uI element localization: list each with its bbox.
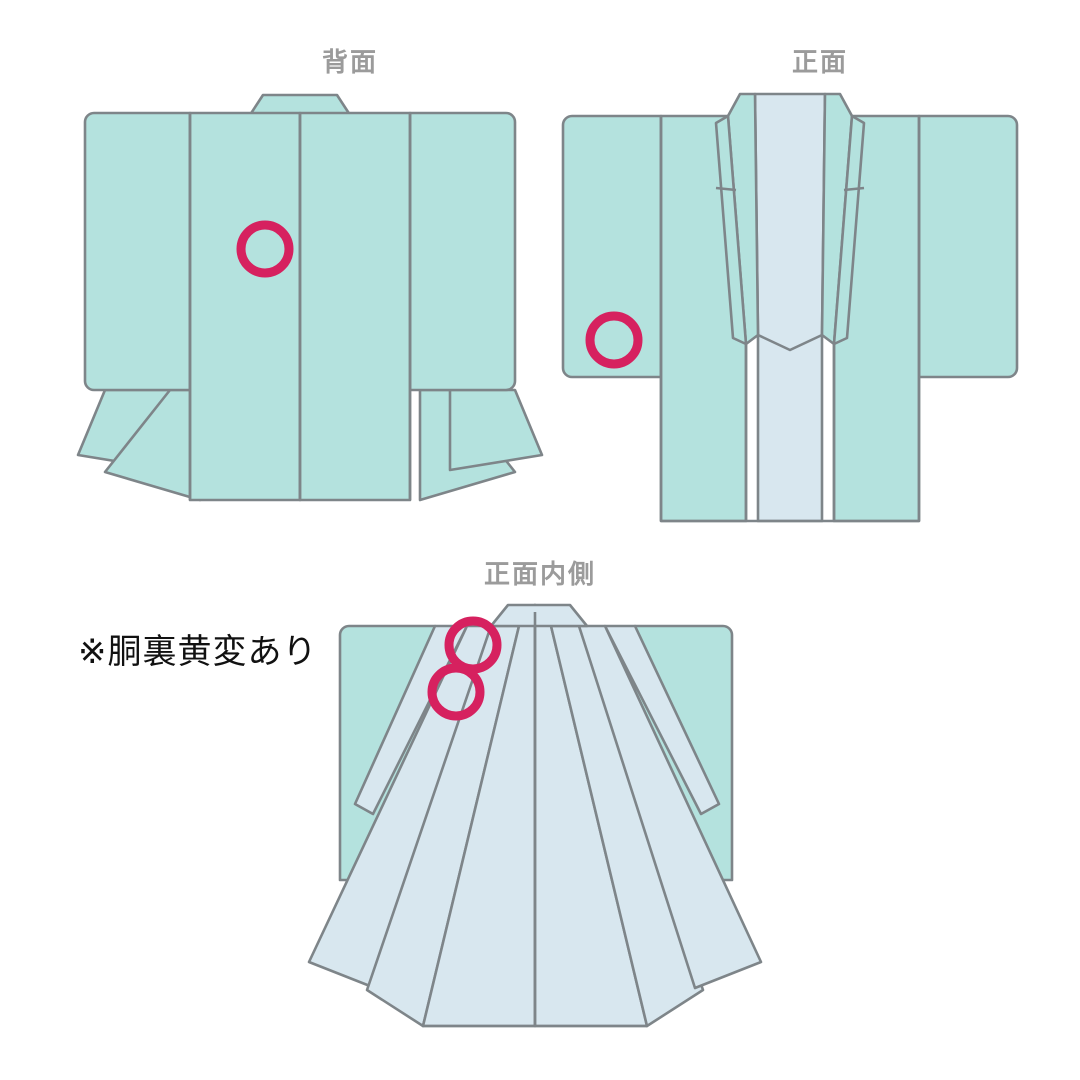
back-left-sleeve [83,111,192,392]
front-right-collar-inner [832,114,866,346]
front-left-collar-inner [714,114,748,346]
inner-collar-shape [489,603,589,628]
condition-marker-3[interactable] [444,616,502,674]
back-body-right-panel [298,111,412,502]
back-right-sleeve [408,111,517,392]
front-neck-lining [753,92,827,352]
kimono-inner-view [307,603,763,1028]
front-left-sleeve [561,114,663,379]
front-left-collar-notch [715,186,737,192]
back-right-skirt-outer [448,388,544,472]
kimono-front-view [561,92,1019,523]
condition-marker-1[interactable] [236,220,294,278]
condition-note: ※胴裏黄変あり [78,632,318,672]
view-label-back: 背面 [321,47,378,77]
inner-right-skirt-outer [577,624,763,990]
view-label-inner: 正面内側 [483,559,596,589]
condition-marker-2[interactable] [585,311,643,369]
front-center-lining-strip [756,333,824,523]
front-right-sleeve [917,114,1019,379]
front-left-collar-band [726,92,760,346]
condition-marker-4[interactable] [427,663,485,721]
front-right-collar-notch [843,186,865,192]
kimono-back-view [76,93,544,502]
back-body-left-panel [188,111,302,502]
view-label-front: 正面 [791,47,848,77]
inner-right-sleeve-lining [603,624,721,816]
